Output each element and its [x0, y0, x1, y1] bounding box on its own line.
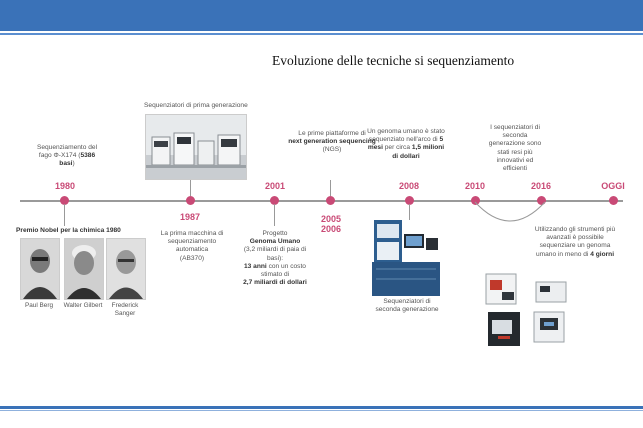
prima-generazione-photo — [145, 114, 247, 180]
footer-divider-thin — [0, 410, 643, 411]
year-oggi: OGGI — [601, 181, 625, 191]
note-genoma-5-mesi: Un genoma umano è stato sequenziato nell… — [367, 128, 445, 160]
year-1987: 1987 — [179, 212, 201, 222]
portrait-sanger — [106, 238, 146, 300]
note-progetto-genoma: Progetto Genoma Umano (3,2 miliardi di p… — [243, 230, 307, 287]
header-bar — [0, 0, 643, 31]
dot-2016 — [537, 196, 546, 205]
year-2016: 2016 — [530, 181, 552, 191]
footer-divider — [0, 406, 643, 409]
year-2001: 2001 — [264, 181, 286, 191]
note-fago: Sequenziamento del fago Φ-X174 (5386 bas… — [36, 144, 98, 168]
tick-2005 — [330, 180, 331, 196]
year-2008: 2008 — [398, 181, 420, 191]
note-nobel: Premio Nobel per la chimica 1980 — [16, 227, 121, 234]
dot-1987 — [186, 196, 195, 205]
modern-sequencers-photo — [484, 270, 570, 350]
note-seconda-generazione: I sequenziatori di seconda generazione s… — [488, 124, 542, 173]
name-berg: Paul Berg — [24, 302, 54, 309]
lab-machines-illustration — [146, 115, 246, 179]
year-2006: 2006 — [320, 224, 342, 234]
year-2005: 2005 — [320, 214, 342, 224]
dot-2005 — [326, 196, 335, 205]
tick-1987 — [190, 178, 191, 196]
tick-2008 — [409, 204, 410, 220]
note-oggi: Utilizzando gli strumenti più avanzati è… — [534, 226, 616, 258]
sequencer-machine-icon — [372, 220, 440, 296]
dot-2010 — [471, 196, 480, 205]
tick-1980 — [64, 204, 65, 226]
dot-1980 — [60, 196, 69, 205]
portrait-gilbert — [64, 238, 104, 300]
person-gilbert-icon — [65, 239, 103, 299]
timeline-axis — [20, 200, 623, 202]
page-title: Evoluzione delle tecniche si sequenziame… — [272, 53, 515, 68]
dot-oggi — [609, 196, 618, 205]
year-1980: 1980 — [54, 181, 76, 191]
seconda-generazione-photo — [372, 220, 440, 296]
tick-2001 — [274, 204, 275, 226]
caption-seconda-generazione: Sequenziatori di seconda generazione — [375, 298, 439, 314]
header-divider — [0, 33, 643, 35]
person-sanger-icon — [107, 239, 145, 299]
modern-sequencers-icon — [485, 273, 567, 346]
caption-prima-generazione: Sequenziatori di prima generazione — [144, 102, 248, 109]
name-gilbert: Walter Gilbert — [63, 302, 103, 309]
note-prima-macchina: La prima macchina di sequenziamento auto… — [160, 230, 224, 262]
name-sanger: Frederick Sanger — [111, 302, 139, 317]
year-2010: 2010 — [464, 181, 486, 191]
note-ngs: Le prime piattaforme di next generation … — [288, 130, 376, 154]
portrait-berg — [20, 238, 60, 300]
arc-2010-2016 — [474, 201, 546, 222]
person-berg-icon — [21, 239, 59, 299]
dot-2001 — [270, 196, 279, 205]
dot-2008 — [405, 196, 414, 205]
